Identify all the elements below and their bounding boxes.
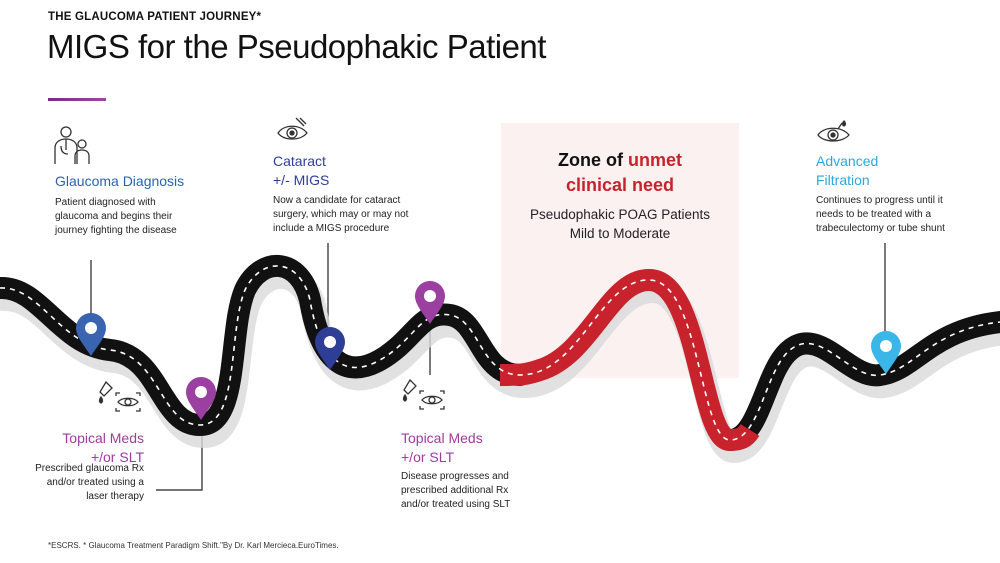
zone-heading-line2: clinical need: [565, 175, 675, 195]
pin-meds2: [415, 281, 445, 324]
zone-subtitle-line1: Pseudophakic POAG Patients: [529, 207, 711, 222]
meds2-title-line2: +/or SLT: [401, 449, 455, 465]
eye-drop-target-icon: [817, 120, 850, 142]
meds1-description: Prescribed glaucoma Rx and/or treated us…: [10, 462, 144, 504]
meds1-desc-line: and/or treated using a: [46, 477, 144, 488]
road-unmet-need: [499, 269, 760, 452]
filtration-title: Advanced Filtration: [816, 152, 878, 190]
zone-heading-prefix: Zone of: [558, 150, 628, 170]
eye-surgery-icon: [277, 117, 308, 140]
cataract-desc-line: surgery, which may or may not: [273, 209, 409, 220]
page-title: MIGS for the Pseudophakic Patient: [47, 28, 546, 65]
meds2-desc-line: and/or treated using SLT: [401, 499, 511, 510]
meds1-title-line1: Topical Meds: [62, 430, 144, 446]
pin-cataract: [315, 327, 345, 370]
meds2-description: Disease progresses and prescribed additi…: [401, 470, 561, 512]
meds2-desc-line: Disease progresses and: [401, 471, 509, 482]
diagnosis-desc-line: Patient diagnosed with: [55, 197, 156, 208]
filtration-desc-line: Continues to progress until it: [816, 195, 943, 206]
eyebrow-title: THE GLAUCOMA PATIENT JOURNEY*: [48, 11, 262, 23]
zone-subtitle: Pseudophakic POAG Patients Mild to Moder…: [501, 205, 739, 243]
filtration-desc-line: trabeculectomy or tube shunt: [816, 223, 945, 234]
meds2-title: Topical Meds +/or SLT: [401, 429, 483, 467]
cataract-desc-line: include a MIGS procedure: [273, 223, 390, 234]
meds1-title-line2: +/or SLT: [90, 449, 144, 465]
filtration-desc-line: needs to be treated with a: [816, 209, 932, 220]
meds1-desc-line: laser therapy: [86, 491, 144, 502]
eye-dropper-scan-icon: [402, 378, 445, 410]
eye-dropper-scan-icon: [98, 380, 141, 412]
road-dashes: [0, 265, 1000, 441]
zone-heading-highlight: unmet: [628, 150, 682, 170]
cataract-title-line1: Cataract: [273, 153, 326, 169]
meds2-title-line1: Topical Meds: [401, 430, 483, 446]
pin-diagnosis: [76, 313, 106, 356]
cataract-desc-line: Now a candidate for cataract: [273, 195, 401, 206]
cataract-description: Now a candidate for cataract surgery, wh…: [273, 194, 453, 236]
cataract-title-line2: +/- MIGS: [273, 172, 330, 188]
filtration-description: Continues to progress until it needs to …: [816, 194, 996, 236]
title-underline: [48, 98, 106, 101]
filtration-title-line2: Filtration: [816, 172, 870, 188]
cataract-title: Cataract +/- MIGS: [273, 152, 329, 190]
pin-filtration: [871, 331, 901, 374]
filtration-title-line1: Advanced: [816, 153, 879, 169]
doctor-patient-icon: [54, 126, 90, 164]
diagnosis-title: Glaucoma Diagnosis: [55, 173, 185, 189]
meds1-desc-line: Prescribed glaucoma Rx: [35, 463, 144, 474]
diagnosis-description: Patient diagnosed with glaucoma and begi…: [55, 196, 215, 238]
diagnosis-desc-line: journey fighting the disease: [55, 225, 177, 236]
footnote: *ESCRS. * Glaucoma Treatment Paradigm Sh…: [48, 541, 339, 550]
meds1-title: Topical Meds +/or SLT: [58, 429, 144, 467]
diagnosis-desc-line: glaucoma and begins their: [55, 211, 173, 222]
zone-subtitle-line2: Mild to Moderate: [569, 226, 671, 241]
pin-meds1: [186, 377, 216, 420]
zone-heading: Zone of unmet clinical need: [501, 148, 739, 198]
meds2-desc-line: prescribed additional Rx: [401, 485, 509, 496]
